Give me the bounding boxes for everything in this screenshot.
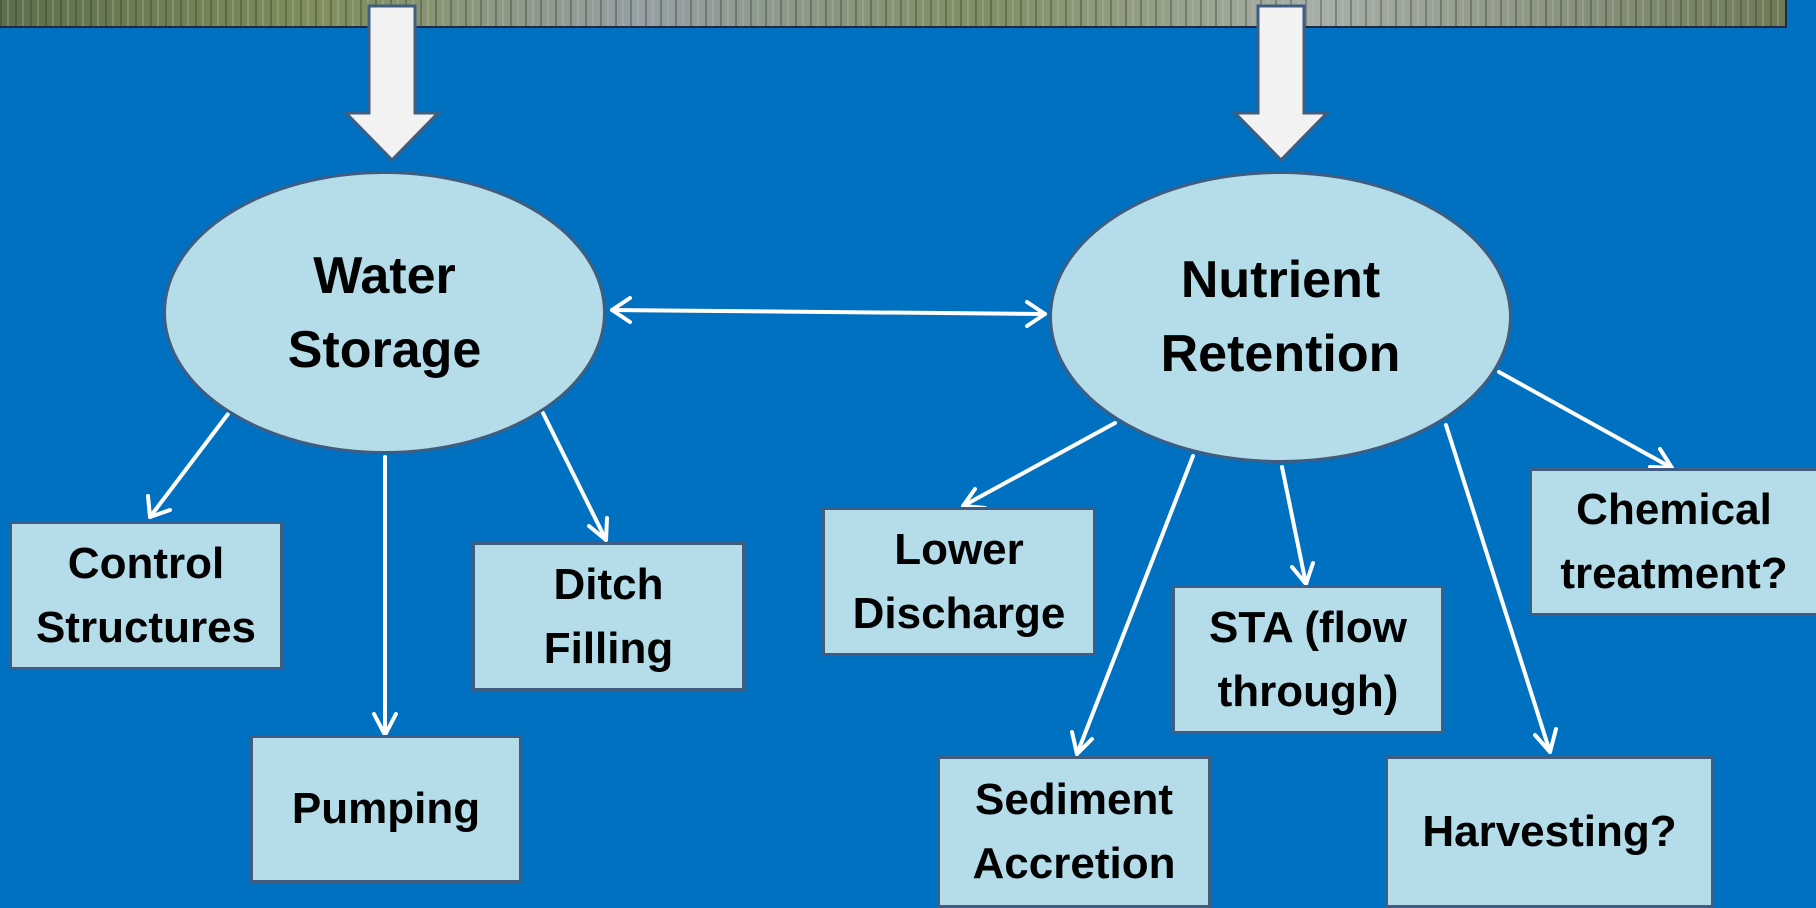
pumping-box: Pumping: [250, 735, 522, 883]
arrowhead-control-structures: [146, 494, 172, 519]
nutrient-retention-label-line2: Retention: [1160, 325, 1401, 383]
arrowhead-left: [610, 296, 632, 324]
water-storage-label-line1: Water: [313, 246, 456, 305]
arrow-to-control-structures: [148, 412, 230, 519]
sediment-accretion-box: Sediment Accretion: [937, 756, 1211, 908]
control-structures-box: Control Structures: [9, 521, 283, 670]
control-structures-label-line1: Control: [67, 538, 225, 588]
control-structures-label-line2: Structures: [35, 602, 257, 652]
nutrient-retention-node: Nutrient Retention: [1049, 171, 1512, 463]
ditch-filling-box: Ditch Filling: [472, 542, 745, 691]
sta-label-line2: through): [1217, 666, 1399, 716]
harvesting-label: Harvesting?: [1422, 807, 1677, 856]
arrowhead-ditch-filling: [587, 516, 609, 542]
arrow-to-lower-discharge: [961, 421, 1117, 508]
ditch-filling-label-line1: Ditch: [553, 559, 664, 609]
sediment-accretion-label-line1: Sediment: [974, 775, 1174, 824]
sediment-accretion-label-line2: Accretion: [972, 839, 1176, 888]
lower-discharge-label-line2: Discharge: [852, 588, 1066, 638]
arrow-to-sediment-accretion: [1075, 454, 1195, 756]
nutrient-retention-label-line1: Nutrient: [1180, 251, 1381, 309]
harvesting-box: Harvesting?: [1385, 756, 1714, 908]
arrow-to-harvesting: [1444, 423, 1552, 754]
chemical-treatment-label-line1: Chemical: [1576, 485, 1772, 534]
wetland-photo: [0, 0, 1787, 28]
block-arrow-to-nutrient-retention: [1231, 4, 1331, 163]
lower-discharge-box: Lower Discharge: [822, 507, 1096, 656]
arrow-to-chemical-treatment: [1497, 370, 1674, 470]
block-arrow-to-water-storage: [342, 4, 442, 163]
sta-box: STA (flow through): [1172, 585, 1444, 734]
chemical-treatment-label-line2: treatment?: [1560, 549, 1788, 598]
pumping-label: Pumping: [291, 784, 481, 833]
link-water-nutrient: [610, 308, 1047, 316]
arrowhead-sta: [1290, 561, 1315, 586]
arrowhead-sediment-accretion: [1070, 730, 1094, 756]
arrowhead-harvesting: [1533, 727, 1558, 754]
lower-discharge-label-line1: Lower: [894, 524, 1024, 574]
arrow-to-ditch-filling: [541, 411, 608, 542]
chemical-treatment-box: Chemical treatment?: [1529, 468, 1816, 616]
arrowhead-right: [1025, 300, 1047, 328]
sta-label-line1: STA (flow: [1209, 602, 1407, 652]
water-storage-label-line2: Storage: [287, 320, 482, 379]
arrow-to-sta: [1280, 465, 1308, 586]
water-storage-node: Water Storage: [163, 171, 606, 454]
ditch-filling-label-line2: Filling: [543, 623, 674, 673]
